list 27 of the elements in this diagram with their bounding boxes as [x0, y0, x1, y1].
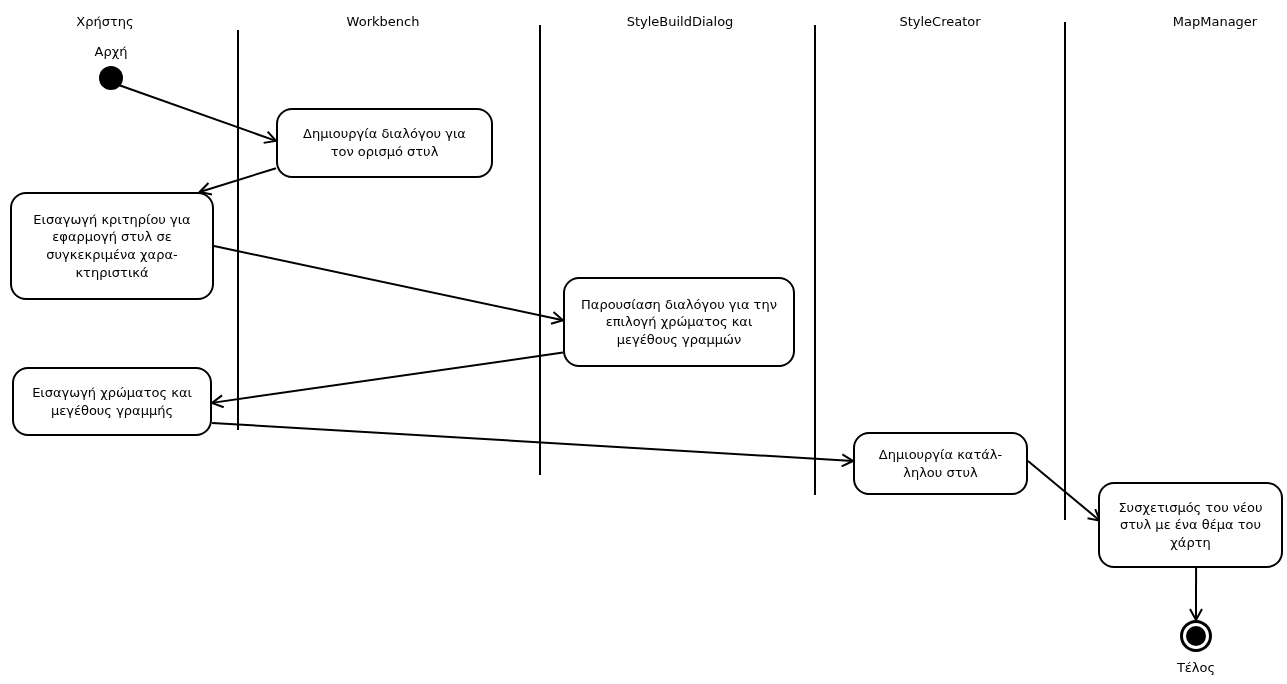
final-node	[1180, 620, 1212, 652]
swimlane-title: StyleBuildDialog	[626, 13, 734, 31]
activity-text: Δημιουργία κατάλ- ληλου στυλ	[877, 445, 1004, 482]
arrow	[1189, 567, 1203, 621]
activity-text: Εισαγωγή χρώματος και μεγέθους γραμμής	[32, 383, 192, 420]
activity-text: Παρουσίαση διαλόγου για την επιλογή χρώματος και μεγέθους γραμμών	[580, 295, 778, 349]
activity-box	[10, 192, 214, 300]
swimlane-title: Χρήστης	[76, 13, 134, 31]
initial-node	[99, 66, 123, 90]
arrow	[198, 167, 277, 196]
activity-box	[853, 432, 1028, 495]
activity-text: Συσχετισμός του νέου στυλ με ένα θέμα του χάρτη	[1117, 498, 1264, 552]
arrow	[211, 351, 564, 409]
activity-box	[276, 108, 493, 178]
activity-box	[563, 277, 795, 367]
arrow	[213, 245, 564, 325]
node-caption: Τέλος	[1176, 659, 1216, 677]
swimlane-title: Workbench	[346, 13, 420, 31]
arrow	[211, 421, 854, 468]
activity-box	[12, 367, 212, 436]
swimlane-title: StyleCreator	[899, 13, 981, 31]
arrow	[118, 84, 277, 144]
activity-box	[1098, 482, 1283, 568]
activity-text: Δημιουργία διαλόγου για τον ορισμό στυλ	[302, 125, 467, 161]
swimlane-title: MapManager	[1172, 13, 1258, 31]
activity-text: Εισαγωγή κριτηρίου για εφαρμογή στυλ σε συγκεκριμένα χαρα- κτηριστικά	[32, 210, 192, 282]
node-caption: Αρχή	[94, 43, 128, 61]
